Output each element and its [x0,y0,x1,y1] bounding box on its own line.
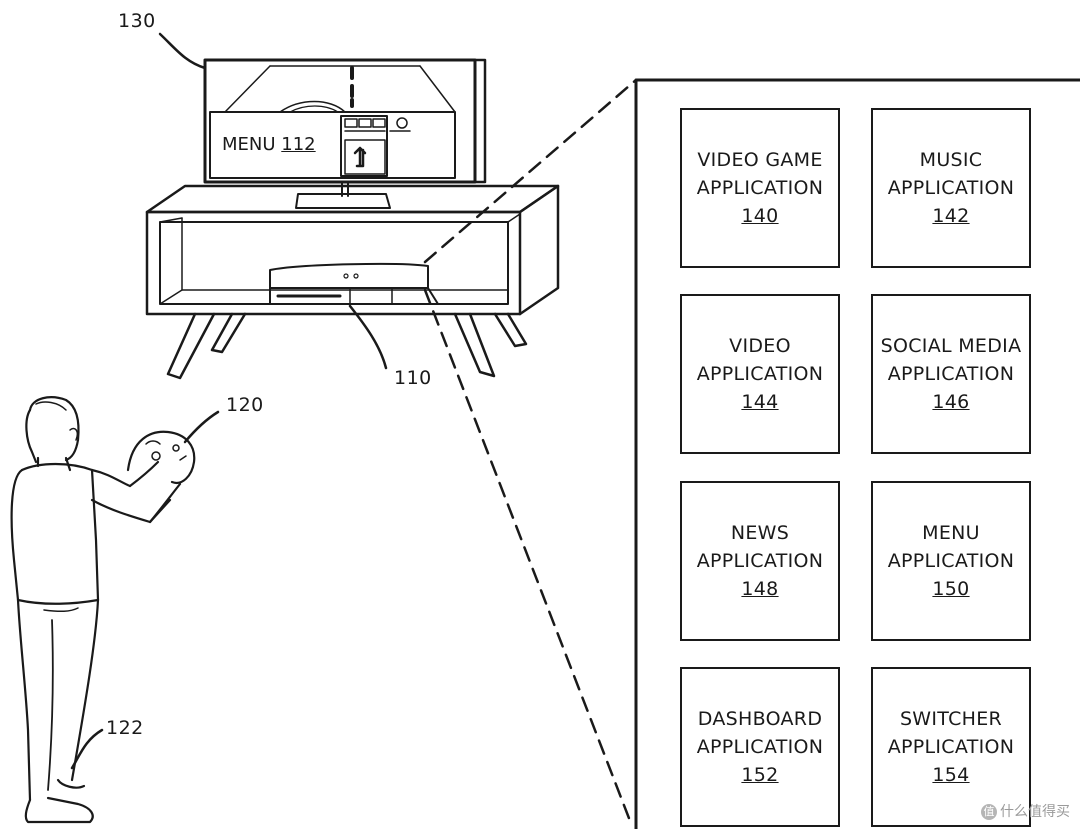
cabinet-drawing [145,184,560,380]
leader-line-120 [183,410,220,444]
leader-line-110 [348,304,388,370]
app-line2: APPLICATION [696,550,824,572]
app-box-switcher: SWITCHER APPLICATION 154 [871,667,1031,827]
app-line1: VIDEO GAME [697,149,823,171]
zoom-line-lower [423,288,634,828]
ref-numeral-console: 110 [394,367,432,389]
app-box-news: NEWS APPLICATION 148 [680,481,840,641]
app-line1: SOCIAL MEDIA [880,335,1022,357]
app-box-video-game: VIDEO GAME APPLICATION 140 [680,108,840,268]
app-box-music: MUSIC APPLICATION 142 [871,108,1031,268]
app-number: 148 [741,578,779,600]
app-number: 142 [932,205,970,227]
app-line1: SWITCHER [899,708,1003,730]
app-line2: APPLICATION [887,736,1015,758]
person-drawing [10,396,196,824]
app-number: 140 [741,205,779,227]
leader-line-130 [158,32,207,70]
app-box-video: VIDEO APPLICATION 144 [680,294,840,454]
app-box-menu: MENU APPLICATION 150 [871,481,1031,641]
app-number: 154 [932,764,970,786]
ref-numeral-user: 122 [106,717,144,739]
app-line1: VIDEO [729,335,791,357]
watermark-text: 什么值得买 [1000,804,1070,820]
app-line1: DASHBOARD [697,708,823,730]
app-box-social-media: SOCIAL MEDIA APPLICATION 146 [871,294,1031,454]
console-drawing [269,262,439,305]
ref-numeral-display: 130 [118,10,156,32]
app-number: 150 [932,578,970,600]
watermark: 值什么值得买 [981,801,1070,821]
zoom-line-upper [423,78,638,264]
app-number: 144 [741,391,779,413]
app-line2: APPLICATION [696,363,824,385]
app-line1: NEWS [730,522,790,544]
tv-menu-text: MENU [222,134,276,155]
app-number: 152 [741,764,779,786]
app-number: 146 [932,391,970,413]
tv-menu-number: 112 [281,134,316,155]
app-line2: APPLICATION [696,177,824,199]
zoomed-menu-panel [634,78,1080,829]
app-line2: APPLICATION [887,177,1015,199]
tv-menu-label: MENU 112 [222,134,316,155]
tv-drawing [203,58,487,209]
app-box-dashboard: DASHBOARD APPLICATION 152 [680,667,840,827]
app-line1: MUSIC [919,149,983,171]
app-line2: APPLICATION [696,736,824,758]
app-line2: APPLICATION [887,363,1015,385]
app-line2: APPLICATION [887,550,1015,572]
watermark-badge-icon: 值 [981,804,997,820]
app-line1: MENU [922,522,980,544]
ref-numeral-controller: 120 [226,394,264,416]
